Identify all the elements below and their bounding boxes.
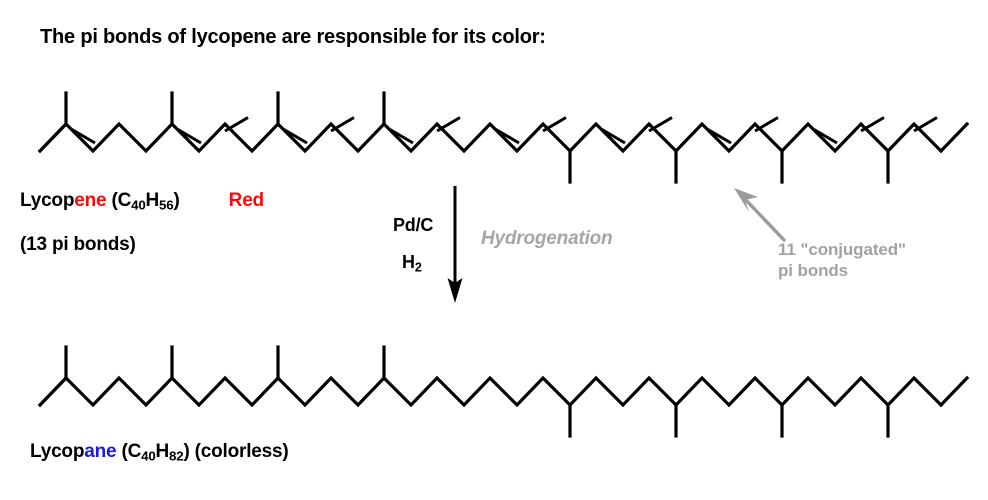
lycopene-carbon-count: 40 <box>131 197 146 213</box>
reagent-catalyst-label: Pd/C <box>393 215 434 235</box>
lycopene-hydrogen-count: 56 <box>159 197 174 213</box>
page-title: The pi bonds of lycopene are responsible… <box>40 26 546 48</box>
conjugation-note-line2: pi bonds <box>778 260 849 280</box>
lycopane-formula-open: (C <box>116 441 142 462</box>
lycopene-color-word: Red <box>228 190 264 211</box>
lycopane-name-prefix: Lycop <box>30 441 85 462</box>
lycopene-label: Lycopene (C40H56) Red <box>20 190 264 212</box>
lycopane-name-suffix: ane <box>84 441 117 462</box>
lycopane-formula-close: ) (colorless) <box>183 441 289 462</box>
lycopane-carbon-count: 40 <box>141 448 156 464</box>
lycopene-hydrogen-symbol: H <box>145 190 160 211</box>
lycopene-formula-open: (C <box>106 190 132 211</box>
hydrogen-symbol: H <box>402 252 415 272</box>
hydrogen-subscript: 2 <box>414 260 422 275</box>
hydrogenation-caption: Hydrogenation <box>481 228 613 249</box>
lycopene-name-suffix: ene <box>74 190 107 211</box>
reagent-hydrogen-label: H2 <box>402 252 422 275</box>
lycopene-name-prefix: Lycop <box>20 190 75 211</box>
conjugation-note-line1: 11 "conjugated" <box>778 240 906 259</box>
reaction-arrow-down-icon <box>440 186 470 309</box>
lycopane-label: Lycopane (C40H82) (colorless) <box>30 441 289 463</box>
conjugation-pointer-arrow-icon <box>726 180 796 255</box>
lycopane-hydrogen-symbol: H <box>155 441 170 462</box>
lycopane-hydrogen-count: 82 <box>169 448 184 464</box>
lycopene-pi-bonds-note: (13 pi bonds) <box>20 234 136 255</box>
lycopene-formula-close: ) <box>173 190 180 211</box>
lycopene-structure <box>0 76 988 191</box>
conjugation-note: 11 "conjugated" pi bonds <box>778 240 906 282</box>
lycopane-structure <box>0 330 988 445</box>
